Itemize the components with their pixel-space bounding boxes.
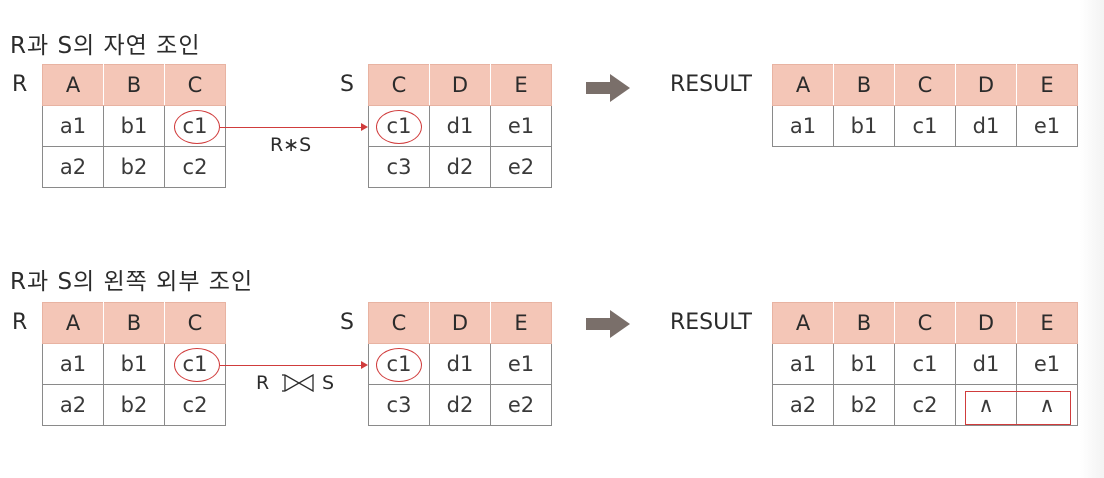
table-row: a2 b2 c2 — [42, 384, 226, 426]
table-cell: b2 — [103, 384, 165, 426]
column-header: D — [429, 302, 491, 344]
relation-r-table: A B C a1 b1 c1 a2 b2 c2 — [42, 302, 226, 426]
join-connector-arrow — [220, 123, 368, 131]
table-cell: e1 — [1016, 105, 1078, 147]
result-label: RESULT — [670, 310, 752, 335]
join-key-highlight-circle — [376, 348, 422, 382]
table-cell: e1 — [1016, 343, 1078, 385]
relation-s-table: C D E c1 d1 e1 c3 d2 e2 — [368, 64, 552, 188]
table-cell: a2 — [772, 384, 834, 426]
table-cell: a2 — [42, 384, 104, 426]
column-header: C — [368, 64, 430, 106]
table-row: a1 b1 c1 d1 e1 — [772, 105, 1078, 147]
column-header: A — [42, 302, 104, 344]
table-row: c3 d2 e2 — [368, 146, 552, 188]
column-header: C — [164, 302, 226, 344]
left-outer-join-title: R과 S의 왼쪽 외부 조인 — [10, 269, 254, 295]
column-header: C — [894, 302, 956, 344]
column-header: D — [955, 302, 1017, 344]
relation-r-label: R — [12, 72, 28, 97]
table-cell: a1 — [772, 105, 834, 147]
table-cell: a2 — [42, 146, 104, 188]
table-cell: d2 — [429, 146, 491, 188]
table-header-row: A B C D E — [772, 302, 1078, 344]
column-header: D — [955, 64, 1017, 106]
table-cell: e2 — [490, 384, 552, 426]
table-cell: d1 — [955, 105, 1017, 147]
join-key-highlight-circle — [376, 110, 422, 144]
column-header: B — [833, 64, 895, 106]
relation-r-table: A B C a1 b1 c1 a2 b2 c2 — [42, 64, 226, 188]
column-header: E — [490, 302, 552, 344]
table-row: a1 b1 c1 d1 e1 — [772, 343, 1078, 385]
table-cell: c2 — [164, 384, 226, 426]
relation-s-label: S — [340, 310, 354, 335]
result-table: A B C D E a1 b1 c1 d1 e1 a2 b2 c2 ∧ ∧ — [772, 302, 1078, 426]
relation-r-label: R — [12, 310, 28, 335]
join-key-highlight-circle — [174, 110, 220, 144]
table-cell: b1 — [833, 343, 895, 385]
table-cell: c3 — [368, 146, 430, 188]
table-cell: d1 — [429, 343, 491, 385]
table-cell: b2 — [833, 384, 895, 426]
table-header-row: A B C — [42, 302, 226, 344]
relation-s-label: S — [340, 72, 354, 97]
column-header: E — [1016, 302, 1078, 344]
table-cell: e1 — [490, 343, 552, 385]
table-cell: c1 — [894, 105, 956, 147]
column-header: B — [103, 302, 165, 344]
left-outer-join-operator-right: S — [322, 372, 335, 394]
table-cell: b1 — [833, 105, 895, 147]
relation-s-table: C D E c1 d1 e1 c3 d2 e2 — [368, 302, 552, 426]
table-cell: c1 — [894, 343, 956, 385]
table-header-row: A B C — [42, 64, 226, 106]
table-cell: d1 — [429, 105, 491, 147]
column-header: B — [103, 64, 165, 106]
table-cell: c2 — [164, 146, 226, 188]
column-header: E — [1016, 64, 1078, 106]
table-row: a2 b2 c2 — [42, 146, 226, 188]
column-header: C — [894, 64, 956, 106]
natural-join-operator: R∗S — [270, 134, 312, 156]
table-cell: a1 — [42, 105, 104, 147]
null-values-highlight-box — [965, 391, 1071, 425]
table-cell: a1 — [42, 343, 104, 385]
table-cell: e1 — [490, 105, 552, 147]
result-table: A B C D E a1 b1 c1 d1 e1 — [772, 64, 1078, 147]
table-cell: d2 — [429, 384, 491, 426]
result-arrow-icon — [586, 310, 630, 338]
table-header-row: C D E — [368, 302, 552, 344]
column-header: C — [368, 302, 430, 344]
join-key-highlight-circle — [174, 348, 220, 382]
table-cell: d1 — [955, 343, 1017, 385]
table-cell: b1 — [103, 343, 165, 385]
table-cell: e2 — [490, 146, 552, 188]
table-row: c3 d2 e2 — [368, 384, 552, 426]
column-header: C — [164, 64, 226, 106]
table-cell: c2 — [894, 384, 956, 426]
table-header-row: A B C D E — [772, 64, 1078, 106]
column-header: B — [833, 302, 895, 344]
left-outer-join-icon — [282, 373, 314, 393]
column-header: A — [772, 302, 834, 344]
left-outer-join-operator-left: R — [256, 372, 270, 394]
result-arrow-icon — [586, 74, 630, 102]
table-header-row: C D E — [368, 64, 552, 106]
table-cell: b2 — [103, 146, 165, 188]
table-row: c1 d1 e1 — [368, 105, 552, 147]
column-header: A — [42, 64, 104, 106]
table-cell: a1 — [772, 343, 834, 385]
column-header: E — [490, 64, 552, 106]
table-cell: c3 — [368, 384, 430, 426]
result-label: RESULT — [670, 72, 752, 97]
table-cell: b1 — [103, 105, 165, 147]
natural-join-title: R과 S의 자연 조인 — [10, 33, 201, 59]
column-header: A — [772, 64, 834, 106]
join-connector-arrow — [220, 361, 368, 369]
right-edge-fade — [1080, 0, 1104, 478]
column-header: D — [429, 64, 491, 106]
